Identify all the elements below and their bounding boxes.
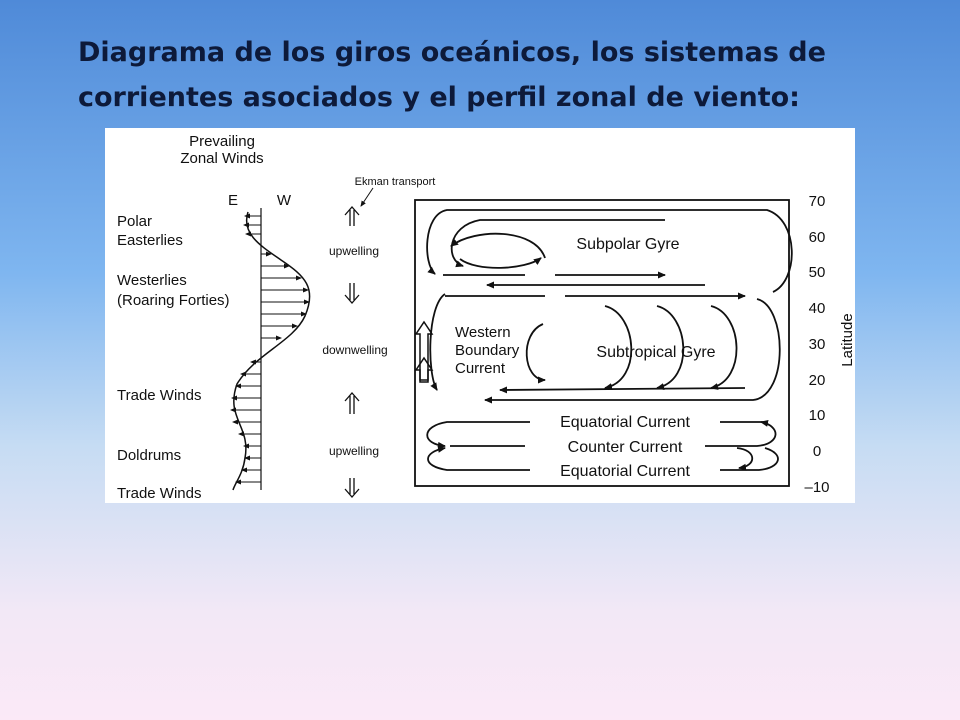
wind-zone-westerlies-line-1: Westerlies — [117, 272, 187, 289]
diagram-canvas: Prevailing Zonal Winds E W — [117, 133, 855, 502]
ekman-transport-label: Ekman transport — [355, 176, 436, 188]
title-line-2: corrientes asociados y el perfil zonal d… — [78, 82, 800, 113]
ekman-arrow-up-2 — [344, 392, 360, 414]
equatorial-currents — [426, 422, 779, 471]
subtropical-south-flow — [484, 298, 781, 404]
wind-zone-westerlies-line-2: (Roaring Forties) — [117, 292, 230, 309]
subtropical-gyre-label: Subtropical Gyre — [596, 344, 715, 361]
south-equatorial-current — [427, 448, 779, 471]
title-line-1: Diagrama de los giros oceánicos, los sis… — [78, 37, 826, 68]
western-boundary-loop — [525, 323, 546, 384]
ekman-downwelling: downwelling — [322, 343, 387, 357]
latitude-tick: –10 — [804, 479, 829, 496]
ekman-upwelling-south: upwelling — [329, 444, 379, 458]
latitude-tick: 40 — [809, 300, 826, 317]
wind-profile: Prevailing Zonal Winds E W — [117, 133, 311, 502]
wind-zone-polar-line-2: Easterlies — [117, 232, 183, 249]
latitude-tick: 10 — [809, 407, 826, 424]
ekman-upwelling-north: upwelling — [329, 244, 379, 258]
ocean-gyre-diagram: Prevailing Zonal Winds E W — [105, 128, 855, 503]
subpolar-small-bottom — [459, 257, 542, 269]
equatorial-current-north-label: Equatorial Current — [560, 414, 690, 431]
latitude-axis-label: Latitude — [839, 313, 855, 366]
subpolar-outer-loop — [426, 209, 793, 293]
subtropical-return — [499, 386, 746, 394]
western-boundary-line-1: Western — [455, 324, 511, 341]
western-boundary-thick-arrows — [414, 320, 434, 383]
subtropical-loop-2 — [656, 305, 685, 390]
ekman-arrow-down-1 — [344, 283, 360, 304]
latitude-tick: 30 — [809, 336, 826, 353]
ekman-arrow-down-2 — [344, 478, 360, 498]
wind-zone-trade-south: Trade Winds — [117, 485, 201, 502]
equatorial-current-south-label: Equatorial Current — [560, 463, 690, 480]
wind-zone-trade-north: Trade Winds — [117, 387, 201, 404]
westerly-arrows — [261, 251, 310, 341]
subtropical-loop-1 — [604, 305, 633, 390]
ocean-basin — [414, 199, 790, 487]
latitude-tick: 70 — [809, 193, 826, 210]
subpolar-small-top — [450, 232, 546, 259]
subtropical-west-loop — [429, 293, 446, 391]
latitude-tick: 0 — [813, 443, 821, 460]
latitude-tick: 50 — [809, 264, 826, 281]
subtropical-loop-3 — [710, 305, 738, 390]
wind-zone-polar-line-1: Polar — [117, 213, 152, 230]
wind-header-line-2: Zonal Winds — [180, 150, 263, 167]
west-label: W — [277, 192, 292, 209]
ekman-pointer — [360, 187, 374, 207]
western-boundary-line-2: Boundary — [455, 342, 520, 359]
wind-zone-doldrums: Doldrums — [117, 447, 181, 464]
latitude-axis: 70 60 50 40 30 20 10 0 –10 Latitude — [804, 193, 855, 496]
wind-zone-labels: Polar Easterlies Westerlies (Roaring For… — [117, 213, 230, 502]
slide-title: Diagrama de los giros oceánicos, los sis… — [78, 30, 918, 120]
wind-header-line-1: Prevailing — [189, 133, 255, 150]
latitude-tick: 20 — [809, 372, 826, 389]
western-boundary-line-3: Current — [455, 360, 506, 377]
counter-current-east-loop — [736, 447, 754, 471]
subpolar-gyre — [426, 209, 793, 293]
ekman-column: Ekman transport upwelling downwelling up… — [322, 176, 436, 498]
counter-current-north — [450, 422, 777, 447]
subpolar-gyre-label: Subpolar Gyre — [576, 236, 679, 253]
trade-wind-arrows — [230, 359, 261, 485]
ekman-arrow-up-1 — [344, 206, 360, 226]
latitude-tick: 60 — [809, 229, 826, 246]
east-label: E — [228, 192, 238, 209]
easterly-arrows — [243, 213, 261, 237]
counter-current-label: Counter Current — [568, 439, 683, 456]
wind-profile-curve — [232, 211, 311, 491]
subtropical-gyre — [429, 293, 781, 404]
